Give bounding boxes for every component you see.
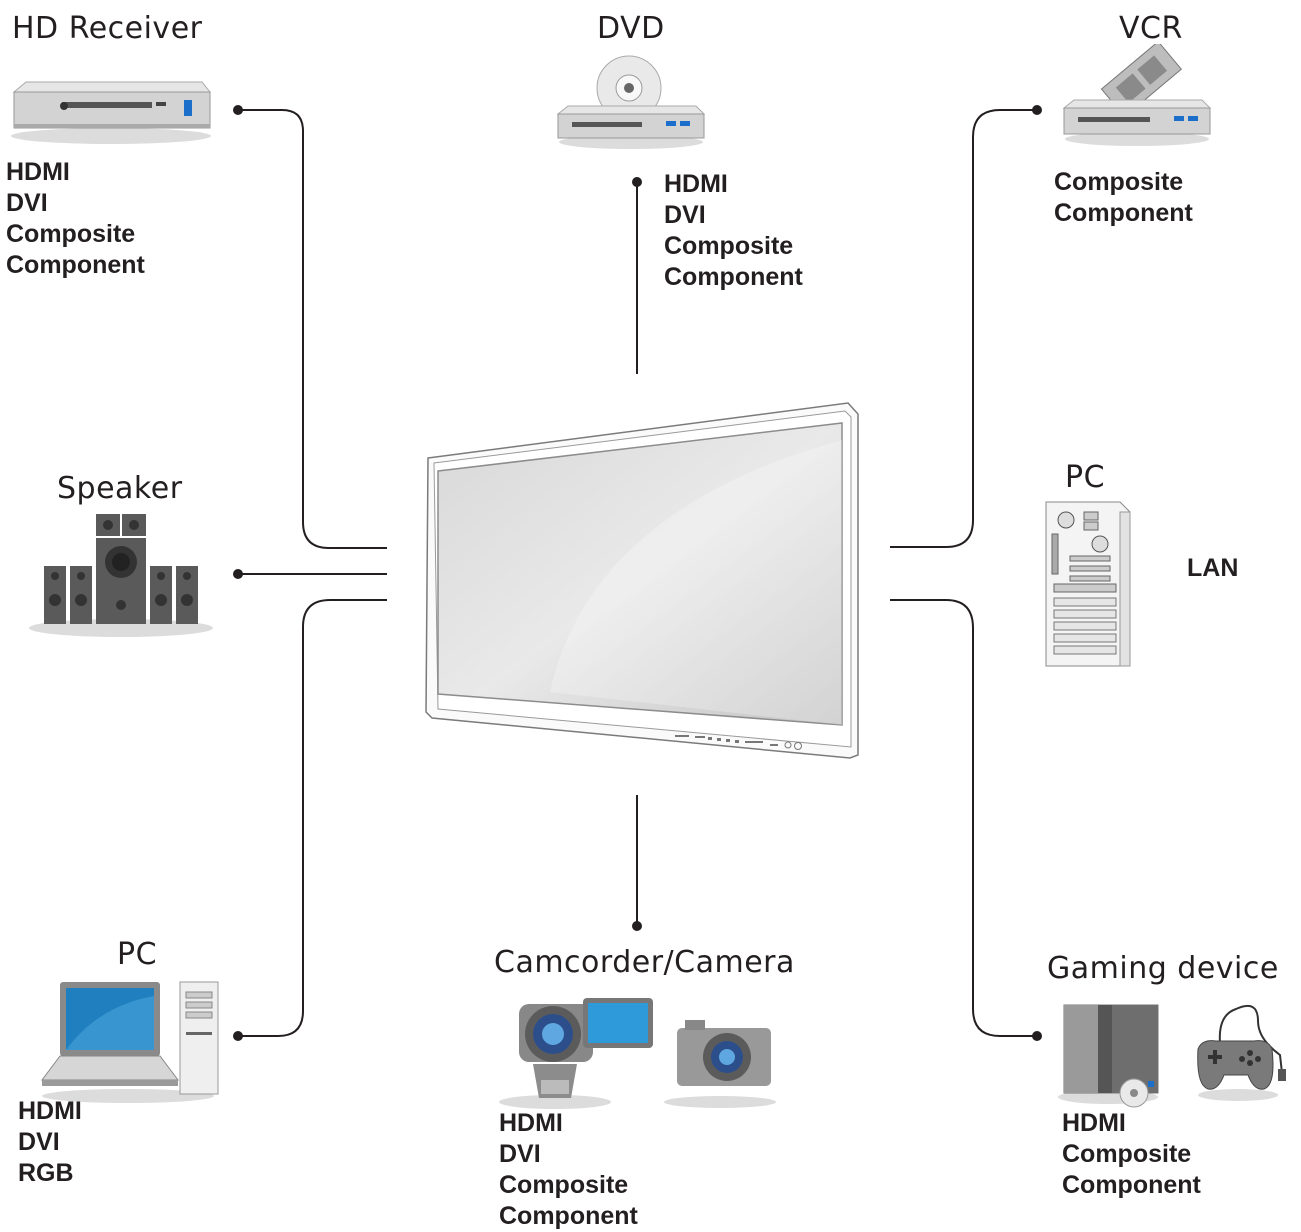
connector-dot — [632, 921, 642, 931]
device-title-gaming: Gaming device — [1047, 951, 1279, 986]
port-label: HDMI — [18, 1097, 82, 1125]
port-label: Composite — [664, 232, 794, 260]
port-label: HDMI — [499, 1109, 563, 1137]
port-label: Composite — [6, 220, 136, 248]
port-label: RGB — [18, 1159, 74, 1187]
speaker-icon — [29, 514, 213, 637]
port-label: Component — [499, 1202, 638, 1230]
device-title-speaker: Speaker — [57, 471, 183, 506]
port-label: Component — [664, 263, 803, 291]
camcorder-camera-icon — [499, 998, 776, 1109]
port-label: Component — [6, 251, 145, 279]
gaming-ports: HDMI Composite Component — [1062, 1108, 1201, 1201]
port-label: Composite — [499, 1171, 629, 1199]
port-label: HDMI — [1062, 1109, 1126, 1137]
device-title-pc-left: PC — [117, 937, 158, 972]
connector-dot — [1032, 105, 1042, 115]
vcr-ports: Composite Component — [1054, 167, 1193, 229]
pc-left-ports: HDMI DVI RGB — [18, 1096, 82, 1189]
connector-dot — [233, 105, 243, 115]
monitor-icon — [425, 402, 859, 759]
device-title-camera: Camcorder/Camera — [494, 945, 795, 980]
device-title-pc-right: PC — [1065, 460, 1106, 495]
port-label: DVI — [664, 201, 706, 229]
device-title-vcr: VCR — [1119, 11, 1183, 46]
device-title-dvd: DVD — [597, 11, 665, 46]
hd-receiver-icon — [11, 81, 212, 144]
connector-dot — [233, 569, 243, 579]
vcr-icon — [1062, 44, 1212, 146]
port-label: HDMI — [664, 170, 728, 198]
port-label: Component — [1062, 1171, 1201, 1199]
port-label: DVI — [6, 189, 48, 217]
port-label: DVI — [499, 1140, 541, 1168]
connector-dot — [632, 177, 642, 187]
connector-dot — [1032, 1031, 1042, 1041]
wire-gaming — [890, 599, 1037, 1037]
laptop-and-pc-icon — [41, 981, 219, 1103]
dvd-ports: HDMI DVI Composite Component — [664, 169, 803, 293]
port-label: LAN — [1187, 554, 1239, 582]
gaming-console-icon — [1058, 1004, 1286, 1108]
port-label: Composite — [1054, 168, 1184, 196]
camera-ports: HDMI DVI Composite Component — [499, 1108, 638, 1232]
pc-right-ports: LAN — [1187, 553, 1238, 584]
connector-dot — [233, 1031, 243, 1041]
port-label: Composite — [1062, 1140, 1192, 1168]
dvd-player-icon — [556, 55, 706, 149]
hd-receiver-ports: HDMI DVI Composite Component — [6, 157, 145, 281]
pc-tower-icon — [1045, 501, 1131, 667]
wire-hd-receiver — [238, 109, 387, 549]
wire-pc-left — [238, 599, 387, 1037]
port-label: Component — [1054, 199, 1193, 227]
device-title-hd-receiver: HD Receiver — [12, 11, 203, 46]
port-label: HDMI — [6, 158, 70, 186]
port-label: DVI — [18, 1128, 60, 1156]
wire-vcr — [890, 109, 1037, 548]
